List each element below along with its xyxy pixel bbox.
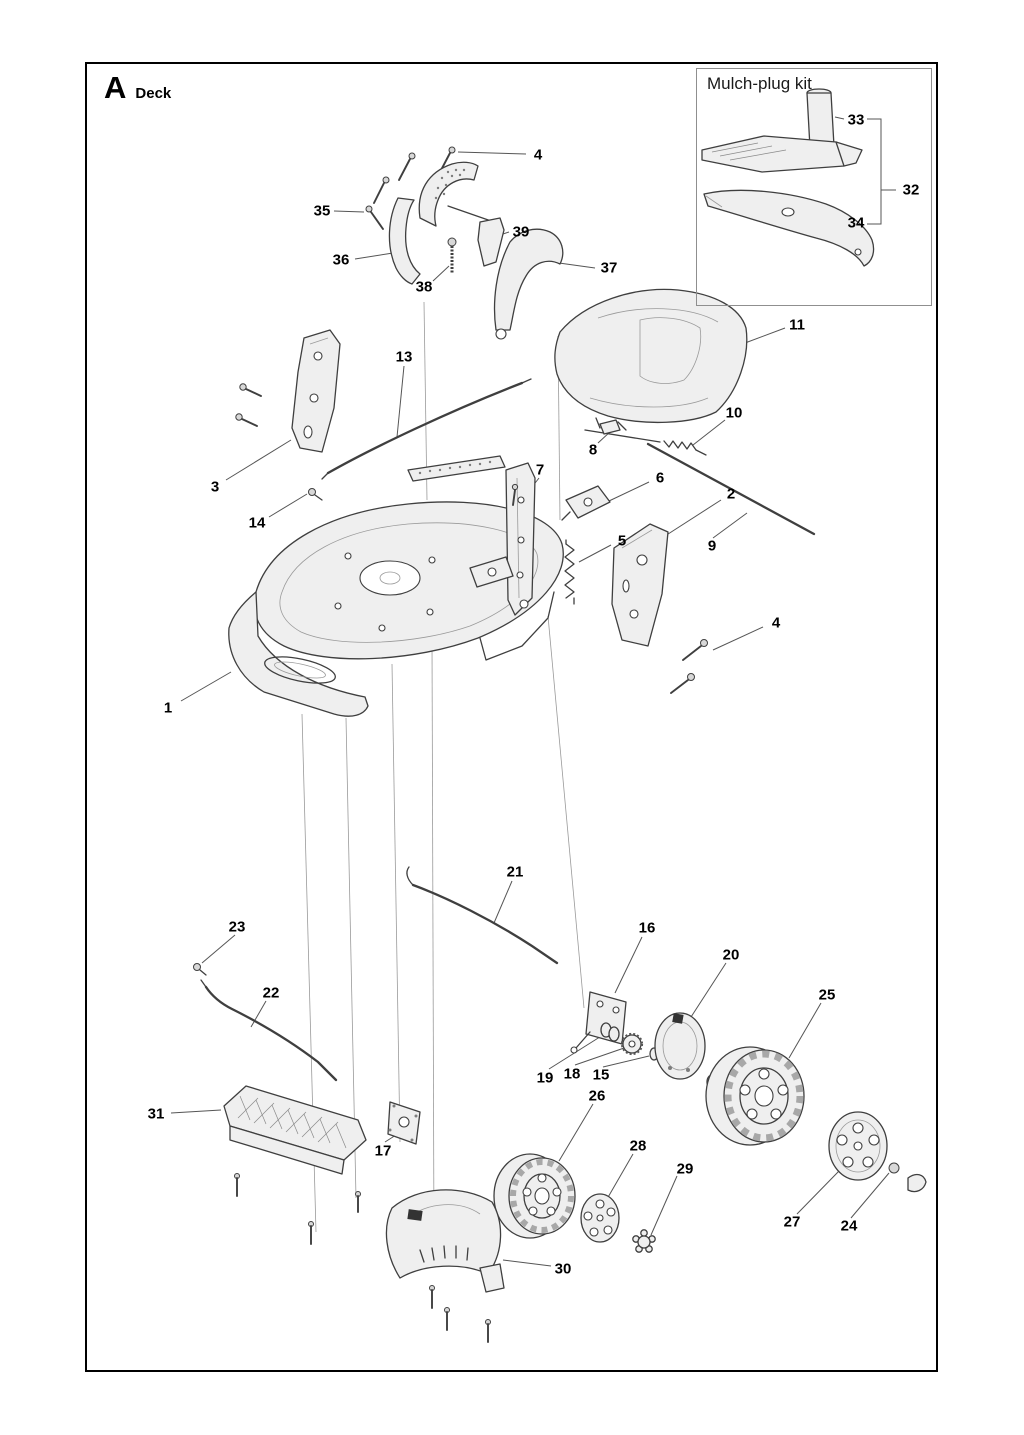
- part-25-wheel: [705, 1046, 805, 1146]
- part-14-pin: [308, 488, 323, 501]
- part-21-rod: [406, 866, 559, 965]
- part-2-bracket: [611, 523, 669, 647]
- axle-group: [570, 991, 726, 1094]
- part-24-nut: [888, 1162, 900, 1174]
- part-20-dust-cover: [654, 1012, 706, 1080]
- screw-4-top: [448, 146, 456, 154]
- part-9-rod: [646, 442, 816, 536]
- part-37-handle: [493, 228, 564, 340]
- left-bracket-group: [235, 329, 341, 501]
- part-1-deck-housing: [228, 455, 564, 717]
- part-36-arm: [388, 197, 421, 285]
- section-title: Deck: [135, 85, 172, 102]
- part-8-clevis: [599, 419, 627, 435]
- part-16-bracket: [570, 991, 627, 1054]
- wheel-group: [493, 1046, 927, 1253]
- construction-lines: [301, 301, 585, 1247]
- inset-title: Mulch-plug kit: [707, 74, 812, 93]
- section-letter: A: [104, 70, 127, 105]
- part-5-spring: [564, 539, 575, 605]
- section-title-block: A Deck: [104, 72, 171, 103]
- part-27-hubcap: [828, 1111, 888, 1181]
- part-31-baffle: [223, 1085, 367, 1245]
- right-side-group: [561, 485, 708, 694]
- lower-linkage-group: [193, 866, 559, 1082]
- part-mulch-blade: [703, 189, 875, 267]
- part-29-knob: [632, 1229, 656, 1253]
- part-10-spring: [663, 440, 707, 456]
- part-3-bracket: [291, 329, 341, 453]
- part-7-adjuster-channel: [407, 455, 536, 616]
- screws-4-lower: [670, 639, 708, 694]
- part-30-guard: [385, 1189, 505, 1343]
- part-11-flap: [554, 288, 748, 443]
- mulch-plug-kit-drawing: [701, 88, 875, 267]
- part-19-spacer: [600, 1022, 620, 1042]
- part-mulch-plug: [701, 88, 863, 173]
- part-18-pinion: [620, 1032, 644, 1056]
- screw-35: [365, 205, 373, 213]
- part-6-plate: [561, 485, 611, 521]
- part-13-rod: [321, 378, 532, 480]
- part-39-bracket: [477, 217, 505, 267]
- mulch-plug-kit-box: [696, 68, 932, 306]
- part-adjuster-sector: [418, 161, 479, 227]
- rear-flap-group: [554, 288, 816, 536]
- lock-washer: [907, 1173, 927, 1193]
- part-22-rod: [200, 979, 338, 1082]
- part-38-bolt: [447, 237, 457, 274]
- part-17-bracket: [387, 1101, 421, 1145]
- part-23-pin: [193, 963, 207, 976]
- part-26-wheel: [493, 1153, 576, 1239]
- part-39-rod: [447, 205, 495, 223]
- part-28-disc: [580, 1193, 620, 1243]
- handle-bracket-assembly: [365, 146, 564, 340]
